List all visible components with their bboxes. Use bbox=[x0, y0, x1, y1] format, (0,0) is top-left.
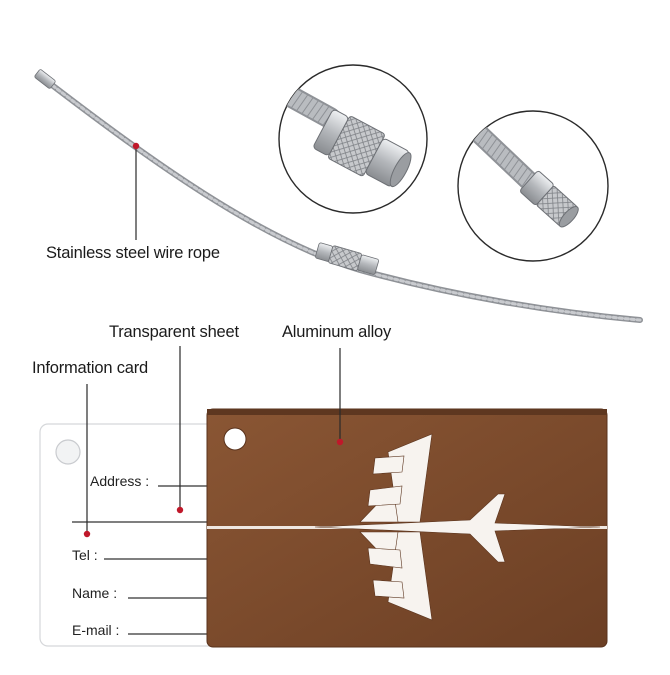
alloy-callout-dot bbox=[336, 438, 344, 446]
information-card bbox=[39, 423, 231, 647]
sheet-callout-dot bbox=[176, 506, 184, 514]
card-callout-dot bbox=[83, 530, 91, 538]
email-field-label: E-mail : bbox=[72, 622, 120, 638]
name-field-label: Name : bbox=[72, 585, 118, 601]
wire-rope-label: Stainless steel wire rope bbox=[46, 244, 220, 262]
aluminum-plate bbox=[206, 408, 608, 648]
transparent-sheet-label: Transparent sheet bbox=[109, 323, 239, 341]
aluminum-alloy-label: Aluminum alloy bbox=[282, 323, 392, 341]
wire-screw-connector bbox=[315, 242, 379, 275]
wire-callout-dot bbox=[132, 142, 140, 150]
detail-screw-end-closeup bbox=[457, 110, 609, 262]
airplane-cutout bbox=[314, 433, 601, 621]
wire-end-cap bbox=[34, 69, 56, 89]
tel-field-label: Tel : bbox=[72, 547, 98, 563]
information-card-label: Information card bbox=[32, 359, 149, 377]
address-field-label: Address : bbox=[90, 473, 150, 489]
detail-connector-closeup bbox=[278, 64, 428, 214]
